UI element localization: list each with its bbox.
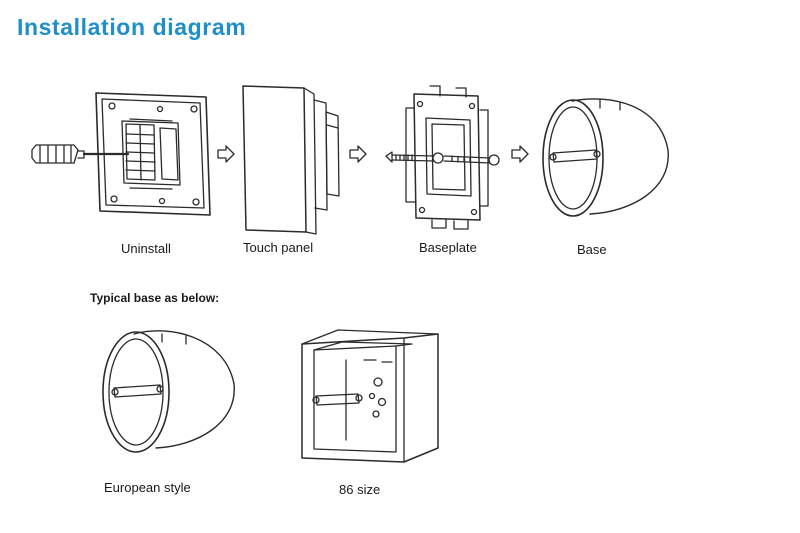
step-label-uninstall: Uninstall <box>121 241 171 256</box>
step-label-touch-panel: Touch panel <box>243 240 314 255</box>
touch-panel-illustration <box>243 86 339 234</box>
european-style-base-illustration <box>103 331 234 452</box>
base-illustration <box>543 99 668 216</box>
diagram-title: Installation diagram <box>17 14 247 40</box>
uninstall-illustration <box>32 93 210 215</box>
arrow-right-icon <box>512 146 528 162</box>
86-size-base-illustration <box>302 330 438 462</box>
step-label-baseplate: Baseplate <box>419 240 477 255</box>
typical-label-european-style: European style <box>104 480 191 495</box>
typical-base-heading: Typical base as below: <box>90 291 220 305</box>
baseplate-illustration <box>386 86 499 229</box>
step-label-base: Base <box>577 242 607 257</box>
arrow-right-icon <box>350 146 366 162</box>
typical-label-86-size: 86 size <box>339 482 381 497</box>
arrow-right-icon <box>218 146 234 162</box>
